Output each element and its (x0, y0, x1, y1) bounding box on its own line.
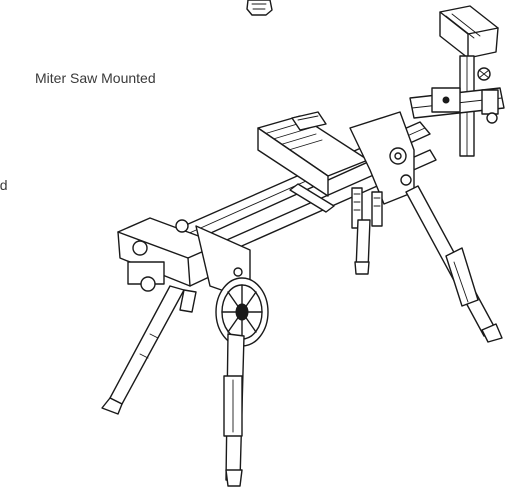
left-end-assembly (117, 217, 269, 347)
right-roller-support (409, 5, 505, 157)
legs (101, 185, 503, 487)
wheel (215, 277, 269, 347)
top-partial-part (246, 0, 273, 16)
caption-fragment-left: ed (0, 177, 8, 193)
saw-mount-brackets (257, 111, 415, 229)
caption-miter-saw-mounted: Miter Saw Mounted (35, 70, 156, 86)
